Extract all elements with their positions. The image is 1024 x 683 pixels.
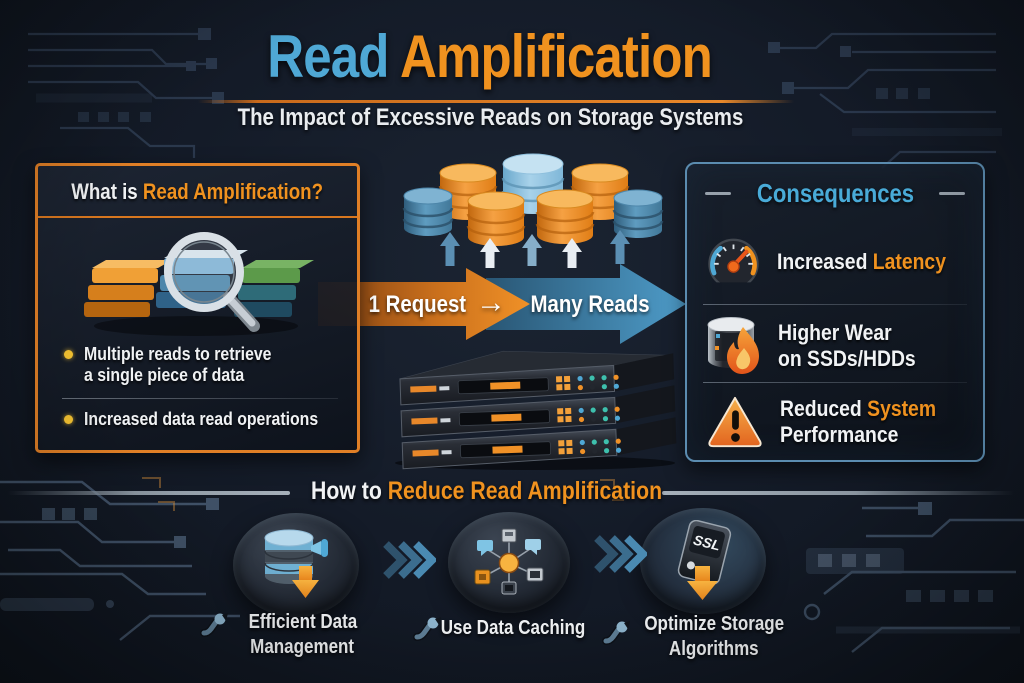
consequence-item-latency: Increased Latency [703,222,969,302]
bullet-divider [62,398,338,399]
consequence-text: Increased Latency [776,248,946,274]
title-underline [198,100,794,103]
heading-dash-left [704,192,731,195]
ssd-chip-label: SSL [692,532,722,554]
wrench-icon [413,617,441,641]
page-subtitle: The Impact of Excessive Reads on Storage… [237,104,743,131]
speedometer-icon [708,238,759,283]
step-circle-data-caching [448,512,570,613]
step-label-data-caching: Use Data Caching [440,617,586,639]
title-word-amplification: Amplification [400,23,713,90]
heading-dash-right [939,192,966,195]
magnifier-icon [164,232,260,332]
what-is-heading: What is Read Amplification? [71,179,324,204]
consequences-divider [703,304,967,305]
database-cylinder-icon [612,189,664,238]
caching-network-icon [474,528,544,594]
server-unit [399,353,675,406]
flow-arrow-icon: → [476,286,506,319]
what-is-box: What is Read Amplification? [35,163,360,453]
consequences-heading: Consequences [687,178,983,209]
how-to-heading: How to Reduce Read Amplification [311,477,663,505]
up-arrow-icon [562,238,582,268]
server-stack-illustration [395,350,677,470]
database-cylinder-icon [402,187,454,236]
step-circle-storage-algorithms: SSL [640,508,766,614]
step-label-storage-algorithms: Optimize Storage Algorithms [644,613,784,660]
up-arrow-icon [610,230,630,264]
database-arrow-icon [264,529,328,598]
wrench-icon [602,621,630,645]
database-cylinder-icon [535,189,595,244]
consequences-box: Consequences [685,162,985,462]
server-unit [400,385,676,438]
page-title: Read Amplification [0,22,980,91]
bullet-item: Increased data read operations [64,409,350,430]
many-reads-arrow-icon [486,264,686,344]
reads-label: Many Reads [530,291,650,318]
up-arrow-icon [522,234,542,266]
disk-stack-orange [84,260,172,317]
step-circle-efficient-data [233,513,359,617]
request-label: 1 Request [368,291,466,318]
disk-stack-right [234,260,314,317]
disk-flame-icon [707,317,759,374]
request-to-reads-arrow [318,264,686,344]
consequences-divider [703,382,967,383]
title-word-read: Read [267,23,390,90]
database-cylinder-icon [466,191,526,246]
up-arrow-icon [440,232,460,266]
step-label-efficient-data: Efficient Data Management [248,611,357,658]
database-cylinder-icon [438,163,498,220]
chevrons-icon [383,541,436,579]
database-cylinders-illustration [402,153,664,268]
bullet-dot [64,350,73,359]
warning-triangle-icon [708,396,762,448]
heading-line-left [8,491,290,495]
heading-line-right [662,491,1014,495]
wrench-icon [200,613,228,637]
server-unit [401,417,677,470]
up-arrow-icon [480,238,500,268]
ssd-icon: SSL [677,520,732,600]
bullet-dot [64,415,73,424]
what-is-heading-divider [38,216,357,218]
disk-stack-magnifier-illustration [84,232,314,336]
chevrons-icon [594,535,647,573]
one-request-arrow-icon [318,268,530,340]
